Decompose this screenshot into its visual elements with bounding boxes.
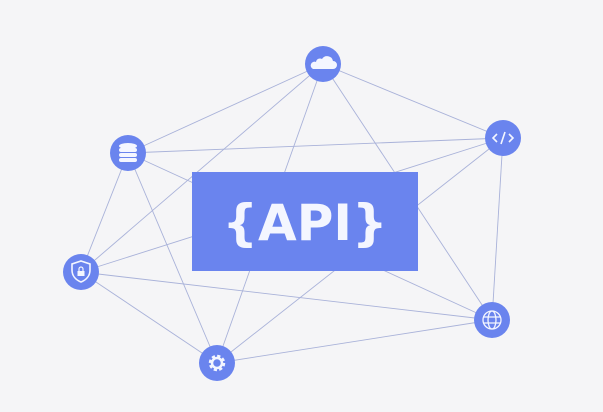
edge-shield-gear (80, 271, 218, 364)
cloud-icon (310, 56, 337, 69)
edge-cloud-database (127, 63, 324, 154)
node-cloud (305, 46, 341, 82)
node-shield (63, 254, 99, 290)
gear-icon (208, 354, 226, 372)
edge-database-code (127, 137, 504, 154)
edge-shield-globe (80, 271, 493, 321)
nodes (63, 46, 521, 381)
edge-database-gear (127, 152, 218, 364)
node-globe (474, 302, 510, 338)
globe-icon (482, 310, 502, 330)
edge-cloud-shield (80, 63, 324, 273)
edges (80, 63, 504, 364)
api-rectangle (192, 172, 418, 271)
edge-cloud-code (322, 63, 504, 139)
edge-gear-globe (216, 319, 493, 364)
shield-lock-icon (71, 260, 91, 283)
api-label: {API} (222, 194, 387, 252)
node-database (110, 135, 146, 171)
node-gear (199, 345, 235, 381)
api-box: {API} (192, 172, 418, 271)
node-code (485, 120, 521, 156)
code-icon (491, 131, 515, 145)
edge-database-shield (80, 152, 129, 273)
edge-code-globe (491, 137, 504, 321)
database-icon (119, 143, 137, 162)
